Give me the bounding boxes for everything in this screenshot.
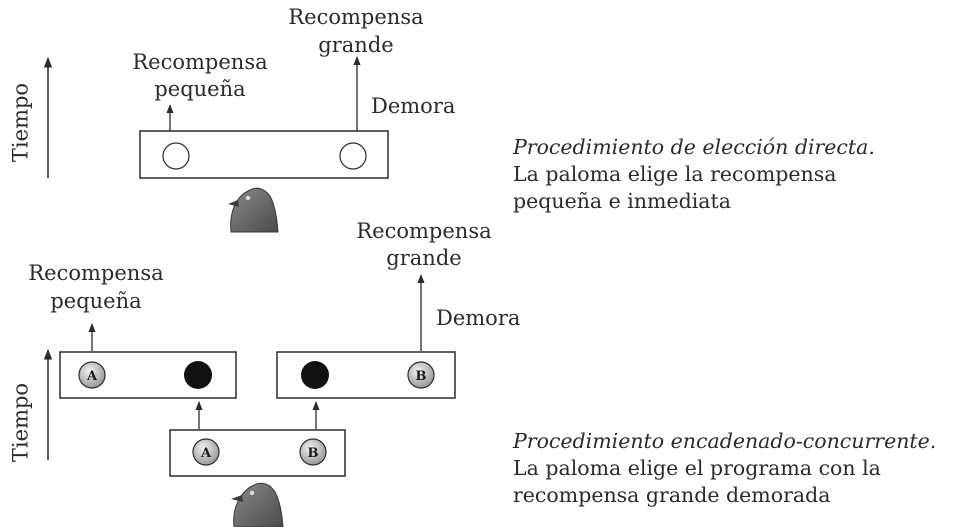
large-reward-label-bottom-line2: grande [386,246,462,270]
concurrent-chain-panel: A B A B [43,274,456,527]
caption-title-top-text: Procedimiento de elección directa. [513,135,875,159]
delay-label-top: Demora [371,94,456,118]
terminal-right-dark-key [301,361,329,389]
small-reward-label-bottom-line1: Recompensa [28,261,164,285]
pigeon-bottom [231,482,284,527]
caption-title-bottom-text: Procedimiento encadenado-concurrente. [513,429,937,453]
pigeon-top [228,187,279,233]
small-reward-label-bottom-line2: pequeña [50,289,142,313]
caption-line1-top: La paloma elige la recompensa [513,162,837,186]
small-reward-label-top-line2: pequeña [154,77,246,101]
time-label-top: Tiempo [8,82,33,163]
terminal-right-key-b-letter: B [416,369,427,384]
initial-key-b-letter: B [308,446,319,461]
delay-label-bottom: Demora [436,306,521,330]
caption-line2-bottom: recompensa grande demorada [513,483,831,507]
terminal-left-key-a-letter: A [86,369,98,384]
small-reward-label-top-line1: Recompensa [132,50,268,74]
left-key-top [162,142,190,170]
caption-line2-top: pequeña e inmediata [513,189,731,213]
initial-key-a-letter: A [200,446,212,461]
terminal-right-key-b [407,361,435,389]
initial-key-a [192,438,220,466]
initial-key-b [299,438,327,466]
right-key-top [339,142,367,170]
caption-title-bottom: Procedimiento encadenado-concurrente. [513,428,936,455]
time-label-bottom: Tiempo [8,382,33,463]
caption-title-top: Procedimiento de elección directa. [513,134,875,161]
direct-choice-panel [43,56,389,233]
caption-line1-bottom: La paloma elige el programa con la [513,456,881,480]
large-reward-label-bottom-line1: Recompensa [356,219,492,243]
terminal-left-dark-key [184,361,212,389]
large-reward-label-top-line2: grande [318,33,394,57]
large-reward-label-top-line1: Recompensa [288,5,424,29]
terminal-left-key-a [78,361,106,389]
